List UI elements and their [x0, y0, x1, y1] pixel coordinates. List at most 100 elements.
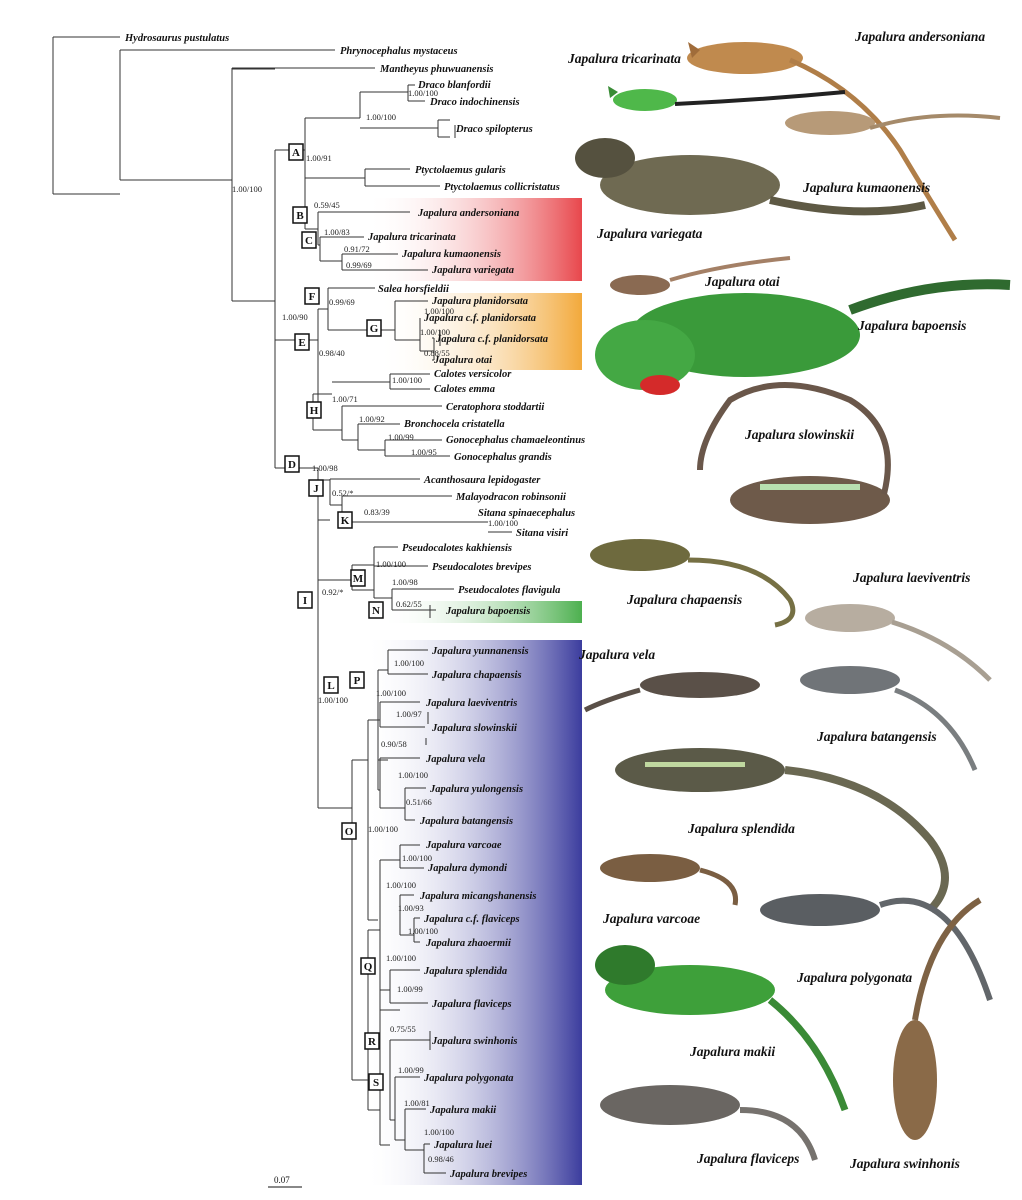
taxon-label: Draco indochinensis — [429, 97, 520, 108]
taxon-label: Japalura bapoensis — [445, 606, 530, 617]
support-value: 1.00/97 — [396, 709, 422, 719]
lizard-photos — [575, 42, 1011, 1161]
photo-label: Japalura swinhonis — [849, 1156, 960, 1171]
support-value: 1.00/99 — [397, 984, 423, 994]
support-value: 0.62/55 — [396, 599, 422, 609]
support-value: 1.00/100 — [386, 953, 416, 963]
photo-label: Japalura vela — [578, 647, 655, 662]
photo-label: Japalura tricarinata — [567, 51, 681, 66]
support-value: 0.88/55 — [424, 348, 450, 358]
taxon-label: Phrynocephalus mystaceus — [340, 46, 458, 57]
photo-label: Japalura andersoniana — [854, 29, 985, 44]
taxon-label: Japalura swinhonis — [431, 1036, 518, 1047]
node-label: E — [298, 337, 305, 349]
taxon-label: Japalura kumaonensis — [401, 249, 501, 260]
node-label: R — [368, 1036, 377, 1048]
node-label: B — [296, 210, 304, 222]
support-value: 1.00/99 — [398, 1065, 424, 1075]
taxon-label: Japalura planidorsata — [431, 296, 528, 307]
photo-label: Japalura makii — [689, 1044, 775, 1059]
taxon-label: Japalura brevipes — [449, 1169, 527, 1180]
taxon-label: Japalura dymondi — [427, 863, 507, 874]
lizard-photo-vela — [583, 672, 760, 713]
support-value: 0.59/45 — [314, 200, 340, 210]
taxon-label: Draco spilopterus — [455, 124, 533, 135]
photo-label: Japalura variegata — [596, 226, 703, 241]
taxon-label: Malayodracon robinsonii — [455, 492, 566, 503]
taxon-label: Japalura c.f. flaviceps — [423, 914, 520, 925]
taxon-label: Japalura batangensis — [419, 816, 513, 827]
node-label: G — [370, 323, 379, 335]
node-label-box — [350, 569, 366, 587]
support-value: 1.00/95 — [411, 447, 437, 457]
photo-label: Japalura chapaensis — [626, 592, 742, 607]
support-value: 1.00/100 — [376, 688, 406, 698]
support-value: 0.99/69 — [346, 260, 372, 270]
support-value: 1.00/100 — [394, 658, 424, 668]
support-value: 1.00/100 — [408, 926, 438, 936]
node-label-box — [294, 333, 310, 351]
node-label-box — [364, 1032, 380, 1050]
support-value: 1.00/100 — [376, 559, 406, 569]
taxon-label: Ceratophora stoddartii — [446, 402, 544, 413]
support-value: 0.98/40 — [319, 348, 345, 358]
node-label: J — [313, 483, 319, 495]
node-label: N — [372, 605, 380, 617]
node-label: S — [373, 1077, 379, 1089]
node-label: F — [309, 291, 316, 303]
taxon-label: Calotes emma — [434, 384, 495, 395]
taxon-label: Japalura otai — [433, 355, 492, 366]
support-value: 1.00/93 — [398, 903, 424, 913]
photo-label: Japalura varcoae — [602, 911, 700, 926]
support-value: 0.91/72 — [344, 244, 370, 254]
lizard-photo-polygonata — [760, 894, 993, 1001]
taxon-label: Ptyctolaemus collicristatus — [444, 182, 560, 193]
photo-label: Japalura kumaonensis — [802, 180, 930, 195]
scale-bar-label: 0.07 — [274, 1175, 290, 1185]
lizard-photo-kumaonensis — [785, 111, 1001, 135]
photo-label: Japalura splendida — [687, 821, 795, 836]
support-value: 0.90/58 — [381, 739, 407, 749]
support-value: 0.51/66 — [406, 797, 432, 807]
taxon-label: Gonocephalus grandis — [454, 452, 552, 463]
node-label: L — [327, 680, 334, 692]
taxon-label: Japalura yulongensis — [429, 784, 523, 795]
taxon-label: Japalura polygonata — [423, 1073, 514, 1084]
taxon-label: Japalura andersoniana — [417, 208, 519, 219]
photo-label: Japalura batangensis — [816, 729, 937, 744]
taxon-label: Sitana visiri — [516, 528, 568, 539]
lizard-photo-laeviventris — [805, 604, 992, 682]
lizard-photo-slowinskii — [697, 382, 891, 524]
lizard-photo-flaviceps — [600, 1085, 818, 1161]
taxon-label: Gonocephalus chamaeleontinus — [446, 435, 585, 446]
tree-branches — [52, 36, 512, 1174]
taxon-label: Japalura laeviventris — [425, 698, 517, 709]
node-label-box — [366, 319, 382, 337]
taxon-label: Pseudocalotes kakhiensis — [402, 543, 512, 554]
support-value: 0.98/46 — [428, 1154, 454, 1164]
node-label-box — [341, 822, 357, 840]
lizard-photo-otai — [610, 256, 791, 295]
node-label-box — [323, 676, 339, 694]
lizard-photo-batangensis — [800, 666, 978, 771]
support-value: 1.00/99 — [388, 432, 414, 442]
support-value: 1.00/100 — [368, 824, 398, 834]
lizard-photo-variegata — [575, 138, 926, 216]
support-value: 1.00/81 — [404, 1098, 430, 1108]
taxon-label: Japalura variegata — [431, 265, 514, 276]
support-value: 1.00/100 — [402, 853, 432, 863]
node-label: P — [354, 675, 361, 687]
taxon-label: Hydrosaurus pustulatus — [124, 33, 229, 44]
taxon-label: Sitana spinaecephalus — [478, 508, 575, 519]
support-value: 1.00/98 — [392, 577, 418, 587]
taxon-label: Japalura vela — [425, 754, 485, 765]
node-label: O — [345, 826, 354, 838]
node-label-box — [292, 206, 308, 224]
photo-label: Japalura flaviceps — [696, 1151, 799, 1166]
taxon-label: Japalura tricarinata — [367, 232, 456, 243]
scale-bar: 0.07 — [268, 1175, 302, 1188]
taxon-label: Japalura varcoae — [425, 840, 502, 851]
taxon-label: Ptyctolaemus gularis — [415, 165, 506, 176]
